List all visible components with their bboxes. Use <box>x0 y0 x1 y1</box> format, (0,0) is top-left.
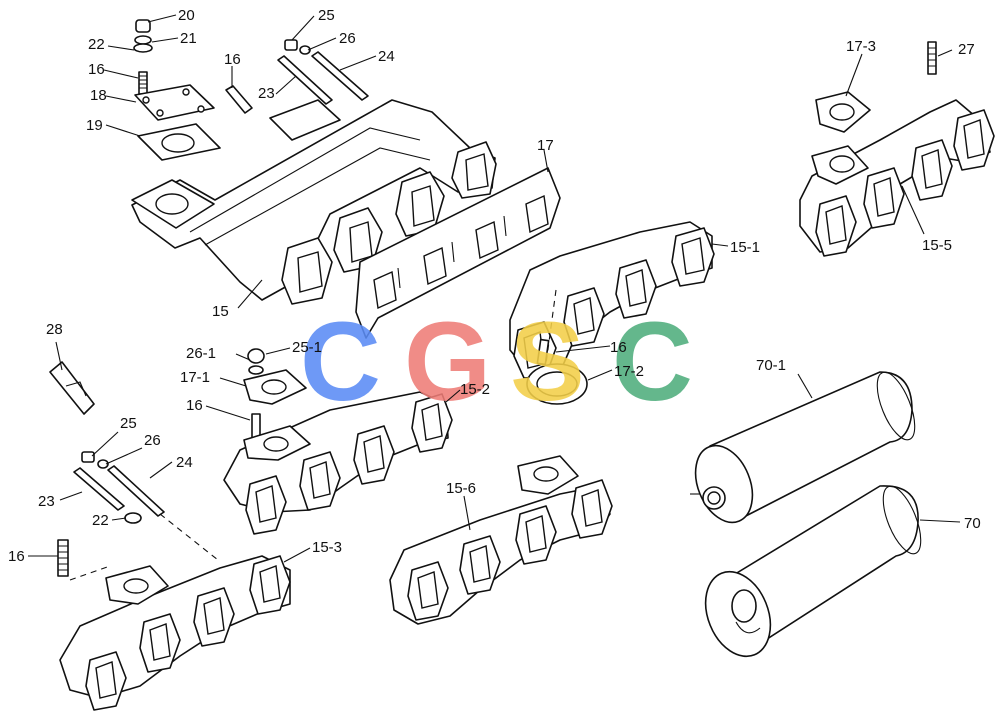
callout-labels: 20 21 22 16 18 19 16 25 26 24 23 17 15 1… <box>8 7 981 565</box>
cgsc-watermark: C G S C <box>300 299 693 424</box>
callout-17-1: 17-1 <box>180 369 210 386</box>
callout-20: 20 <box>178 7 195 24</box>
callout-22-lower: 22 <box>92 512 109 529</box>
callout-18: 18 <box>90 87 107 104</box>
callout-23-top: 23 <box>258 85 275 102</box>
callout-27: 27 <box>958 41 975 58</box>
callout-24-top: 24 <box>378 48 395 65</box>
callout-22-top: 22 <box>88 36 105 53</box>
watermark-letter-c1: C <box>300 299 381 424</box>
watermark-letter-g: G <box>404 299 491 424</box>
muffler-70-drawing <box>704 485 922 658</box>
callout-16-top: 16 <box>88 61 105 78</box>
callout-16-lower: 16 <box>8 548 25 565</box>
bolt-set-lower <box>57 451 219 581</box>
callout-21: 21 <box>180 30 197 47</box>
callout-23-lower: 23 <box>38 493 55 510</box>
callout-70: 70 <box>964 515 981 532</box>
callout-26-top: 26 <box>339 30 356 47</box>
callout-25-1: 25-1 <box>292 339 322 356</box>
callout-25-lower: 25 <box>120 415 137 432</box>
leader-lines <box>28 14 961 563</box>
callout-19: 19 <box>86 117 103 134</box>
bracket-28-drawing <box>49 361 95 415</box>
callout-25-top: 25 <box>318 7 335 24</box>
manifold-15-1-drawing <box>509 221 715 405</box>
watermark-letter-c2: C <box>612 299 693 424</box>
callout-15-3: 15-3 <box>312 539 342 556</box>
callout-70-1: 70-1 <box>756 357 786 374</box>
manifold-15-6-drawing <box>389 455 613 625</box>
callout-15: 15 <box>212 303 229 320</box>
callout-15-1: 15-1 <box>730 239 760 256</box>
callout-24-lower: 24 <box>176 454 193 471</box>
manifold-15-5-drawing <box>799 41 995 257</box>
manifold-15-drawing <box>131 19 497 305</box>
callout-28: 28 <box>46 321 63 338</box>
callout-16-stud: 16 <box>224 51 241 68</box>
muffler-70-1-drawing <box>690 371 916 524</box>
manifold-15-3-drawing <box>59 555 291 711</box>
callout-15-6: 15-6 <box>446 480 476 497</box>
callout-17-3: 17-3 <box>846 38 876 55</box>
bolt-set-top <box>277 39 369 105</box>
callout-15-2: 15-2 <box>460 381 490 398</box>
callout-17-2: 17-2 <box>614 363 644 380</box>
callout-17: 17 <box>537 137 554 154</box>
callout-15-5: 15-5 <box>922 237 952 254</box>
callout-26-lower: 26 <box>144 432 161 449</box>
watermark-letter-s: S <box>510 299 585 424</box>
callout-16-center: 16 <box>610 339 627 356</box>
manifold-15-2-drawing <box>223 348 453 535</box>
callout-16-mid: 16 <box>186 397 203 414</box>
callout-26-1: 26-1 <box>186 345 216 362</box>
gasket-17-drawing <box>355 167 561 339</box>
